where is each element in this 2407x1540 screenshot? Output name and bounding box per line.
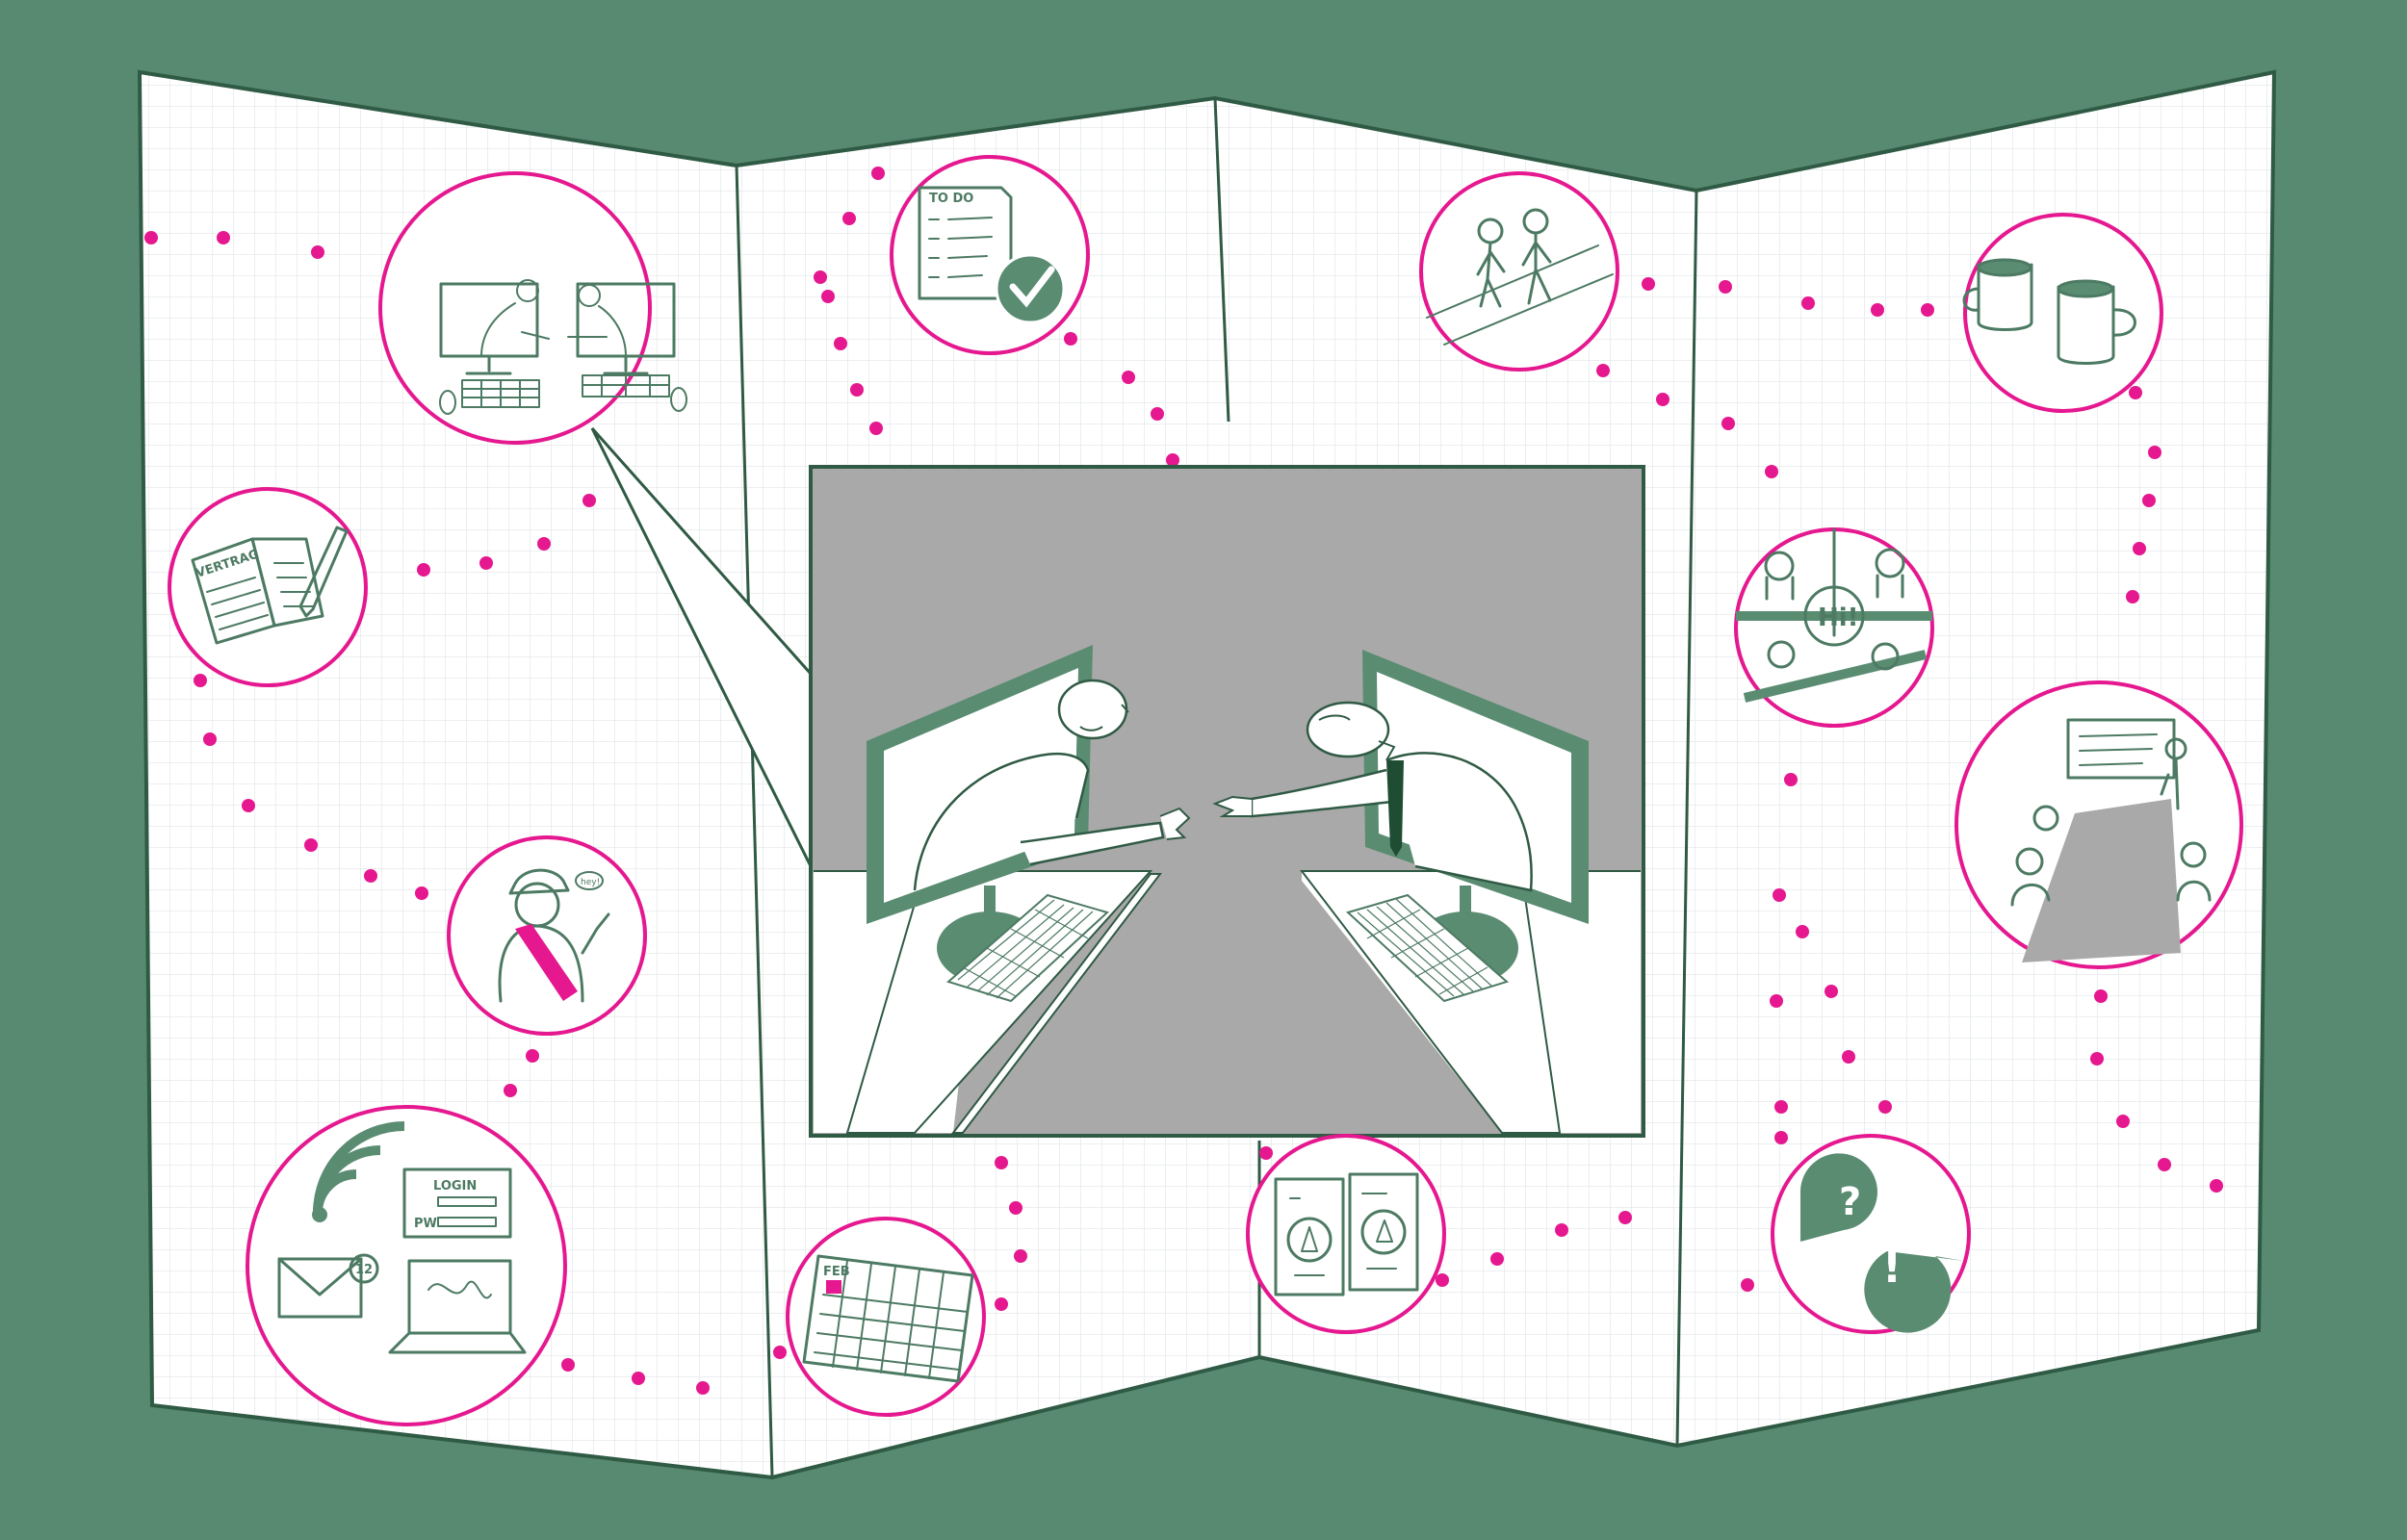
route-dot	[850, 383, 864, 397]
route-dot	[561, 1358, 575, 1372]
route-dot	[1773, 888, 1786, 902]
route-dot	[995, 1156, 1008, 1169]
route-dot	[217, 231, 230, 244]
route-dot	[2129, 386, 2142, 399]
route-dot	[1642, 277, 1655, 291]
route-dot	[2148, 446, 2161, 459]
route-dot	[1770, 994, 1783, 1008]
route-dot	[1490, 1252, 1504, 1266]
route-dot	[1825, 985, 1838, 998]
route-dot	[479, 556, 493, 570]
route-dot	[1774, 1131, 1788, 1144]
route-dot	[1871, 303, 1884, 317]
route-dot	[582, 494, 596, 507]
route-dot	[1801, 296, 1815, 310]
route-dot	[1436, 1273, 1449, 1287]
route-dot	[995, 1297, 1008, 1311]
route-dot	[144, 231, 158, 244]
handshake-scene	[809, 465, 1645, 1138]
route-dot	[364, 869, 377, 883]
password-label: PW	[414, 1217, 437, 1231]
route-dot	[1656, 393, 1669, 406]
route-dot	[821, 290, 835, 303]
route-dot	[1721, 417, 1735, 430]
meeting-room-icon	[1954, 680, 2243, 969]
route-dot	[1259, 1146, 1273, 1160]
route-dot	[2116, 1115, 2130, 1128]
route-dot	[1064, 332, 1077, 346]
route-dot	[1009, 1201, 1022, 1215]
coffee-cups-icon	[1962, 213, 2163, 413]
route-dot	[1878, 1100, 1892, 1114]
route-dot	[417, 563, 430, 577]
route-dot	[526, 1049, 539, 1063]
office-greeting-icon: Hi!	[1734, 527, 1934, 728]
route-dot	[194, 674, 207, 687]
route-dot	[311, 245, 324, 259]
exclamation-mark: !	[1882, 1244, 1902, 1293]
route-dot	[2126, 590, 2139, 603]
route-dot	[203, 732, 217, 746]
route-dot	[304, 838, 318, 852]
route-dot	[1122, 371, 1135, 384]
route-dot	[2090, 1052, 2104, 1065]
route-dot	[1842, 1050, 1855, 1064]
route-dot	[1166, 453, 1179, 467]
route-dot	[1774, 1100, 1788, 1114]
route-dot	[696, 1381, 710, 1395]
route-dot	[1596, 364, 1610, 377]
route-dot	[869, 422, 883, 435]
route-dot	[1921, 303, 1934, 317]
route-dot	[242, 799, 255, 812]
login-label: LOGIN	[433, 1179, 477, 1194]
calendar-month: FEB	[823, 1265, 850, 1279]
route-dot	[2133, 542, 2146, 555]
video-call-icon	[378, 171, 687, 445]
route-dot	[1784, 773, 1798, 786]
contract-icon: VERTRAG	[168, 487, 368, 687]
route-dot	[1719, 280, 1732, 294]
colleagues-walking-icon	[1419, 171, 1619, 372]
route-dot	[2210, 1179, 2223, 1193]
route-dot	[834, 337, 847, 350]
route-dot	[537, 537, 551, 551]
route-dot	[1555, 1223, 1568, 1237]
route-dot	[2142, 494, 2156, 507]
route-dot	[504, 1084, 517, 1097]
route-dot	[1151, 407, 1164, 421]
route-dot	[415, 886, 428, 900]
route-dot	[1765, 465, 1778, 478]
todo-label: TO DO	[929, 192, 973, 206]
route-dot	[2094, 989, 2108, 1003]
route-dot	[1014, 1249, 1027, 1263]
route-dot	[1618, 1211, 1632, 1224]
welcome-ambassador-icon: hey!	[447, 835, 647, 1036]
mail-count: 12	[355, 1263, 373, 1277]
route-dot	[814, 270, 827, 284]
route-dot	[773, 1346, 787, 1359]
route-dot	[842, 212, 856, 225]
speech-bubble-text: hey!	[581, 878, 600, 887]
greeting-text: Hi!	[1818, 603, 1859, 632]
route-dot	[1796, 925, 1809, 938]
route-dot	[871, 167, 885, 180]
route-dot	[1741, 1278, 1754, 1292]
route-dot	[632, 1372, 645, 1385]
question-mark: ?	[1839, 1180, 1861, 1224]
questions-answers-icon: ? !	[1771, 1134, 1971, 1334]
documents-tablets-icon	[1246, 1134, 1446, 1334]
it-setup-icon: LOGIN PW 12	[246, 1105, 567, 1426]
route-dot	[2158, 1158, 2171, 1171]
calendar-icon: FEB	[786, 1217, 986, 1417]
todo-checklist-icon: TO DO	[890, 155, 1090, 355]
